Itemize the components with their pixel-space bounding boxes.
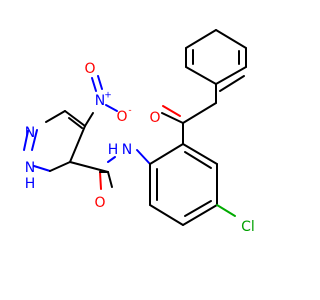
- benzoyl-group: [161, 29, 247, 145]
- bond: [69, 161, 109, 173]
- bond: [162, 105, 181, 117]
- bond: [64, 110, 86, 127]
- bond: [216, 204, 236, 217]
- pyrazole-ring: [23, 110, 86, 172]
- bond: [84, 112, 94, 127]
- bond: [149, 143, 184, 165]
- atom-amide-n: N: [122, 142, 132, 158]
- bond: [185, 66, 217, 85]
- atom-pyrazole-n2: N: [25, 160, 35, 176]
- bond: [184, 200, 212, 217]
- bond: [219, 75, 245, 92]
- bond: [105, 104, 118, 112]
- bond: [185, 29, 217, 49]
- bond: [91, 77, 97, 92]
- bond: [68, 117, 83, 129]
- amide-group: [69, 149, 151, 190]
- atom-pyrazole-n2-h: H: [25, 176, 36, 192]
- atom-nitro-o-charge: -: [128, 106, 131, 116]
- bond: [182, 143, 218, 165]
- atom-nitro-o-minus: O: [116, 109, 127, 125]
- bond: [31, 129, 38, 151]
- atom-nitro-n: N: [95, 93, 105, 109]
- bond: [107, 171, 113, 188]
- chlorophenyl-ring: [149, 143, 236, 226]
- bond: [136, 149, 151, 165]
- bond: [161, 112, 184, 124]
- bond: [33, 165, 51, 172]
- atom-labels: N + O O - N N H N H O O Cl: [25, 61, 255, 235]
- atom-chlorine: Cl: [241, 219, 255, 235]
- bond: [97, 75, 103, 90]
- atom-nitro-o-up: O: [84, 61, 95, 77]
- atom-amide-o: O: [94, 195, 105, 211]
- bond: [99, 171, 102, 190]
- bond: [149, 204, 184, 226]
- bond: [107, 156, 116, 163]
- bond: [23, 130, 29, 151]
- bond: [182, 204, 218, 226]
- molecule-structure: N + O O - N N H N H O O Cl: [23, 29, 255, 235]
- atom-ketone-o: O: [149, 110, 160, 126]
- bond: [184, 151, 212, 169]
- bond: [182, 102, 217, 124]
- bond: [215, 66, 247, 85]
- atom-amide-n-h: H: [108, 142, 119, 158]
- atom-pyrazole-n1: N: [25, 125, 35, 141]
- bond: [49, 161, 71, 172]
- bond: [69, 125, 86, 163]
- bond: [45, 110, 66, 123]
- nitro-group: [84, 75, 118, 127]
- atom-nitro-n-charge: +: [104, 91, 112, 101]
- bond: [215, 29, 247, 49]
